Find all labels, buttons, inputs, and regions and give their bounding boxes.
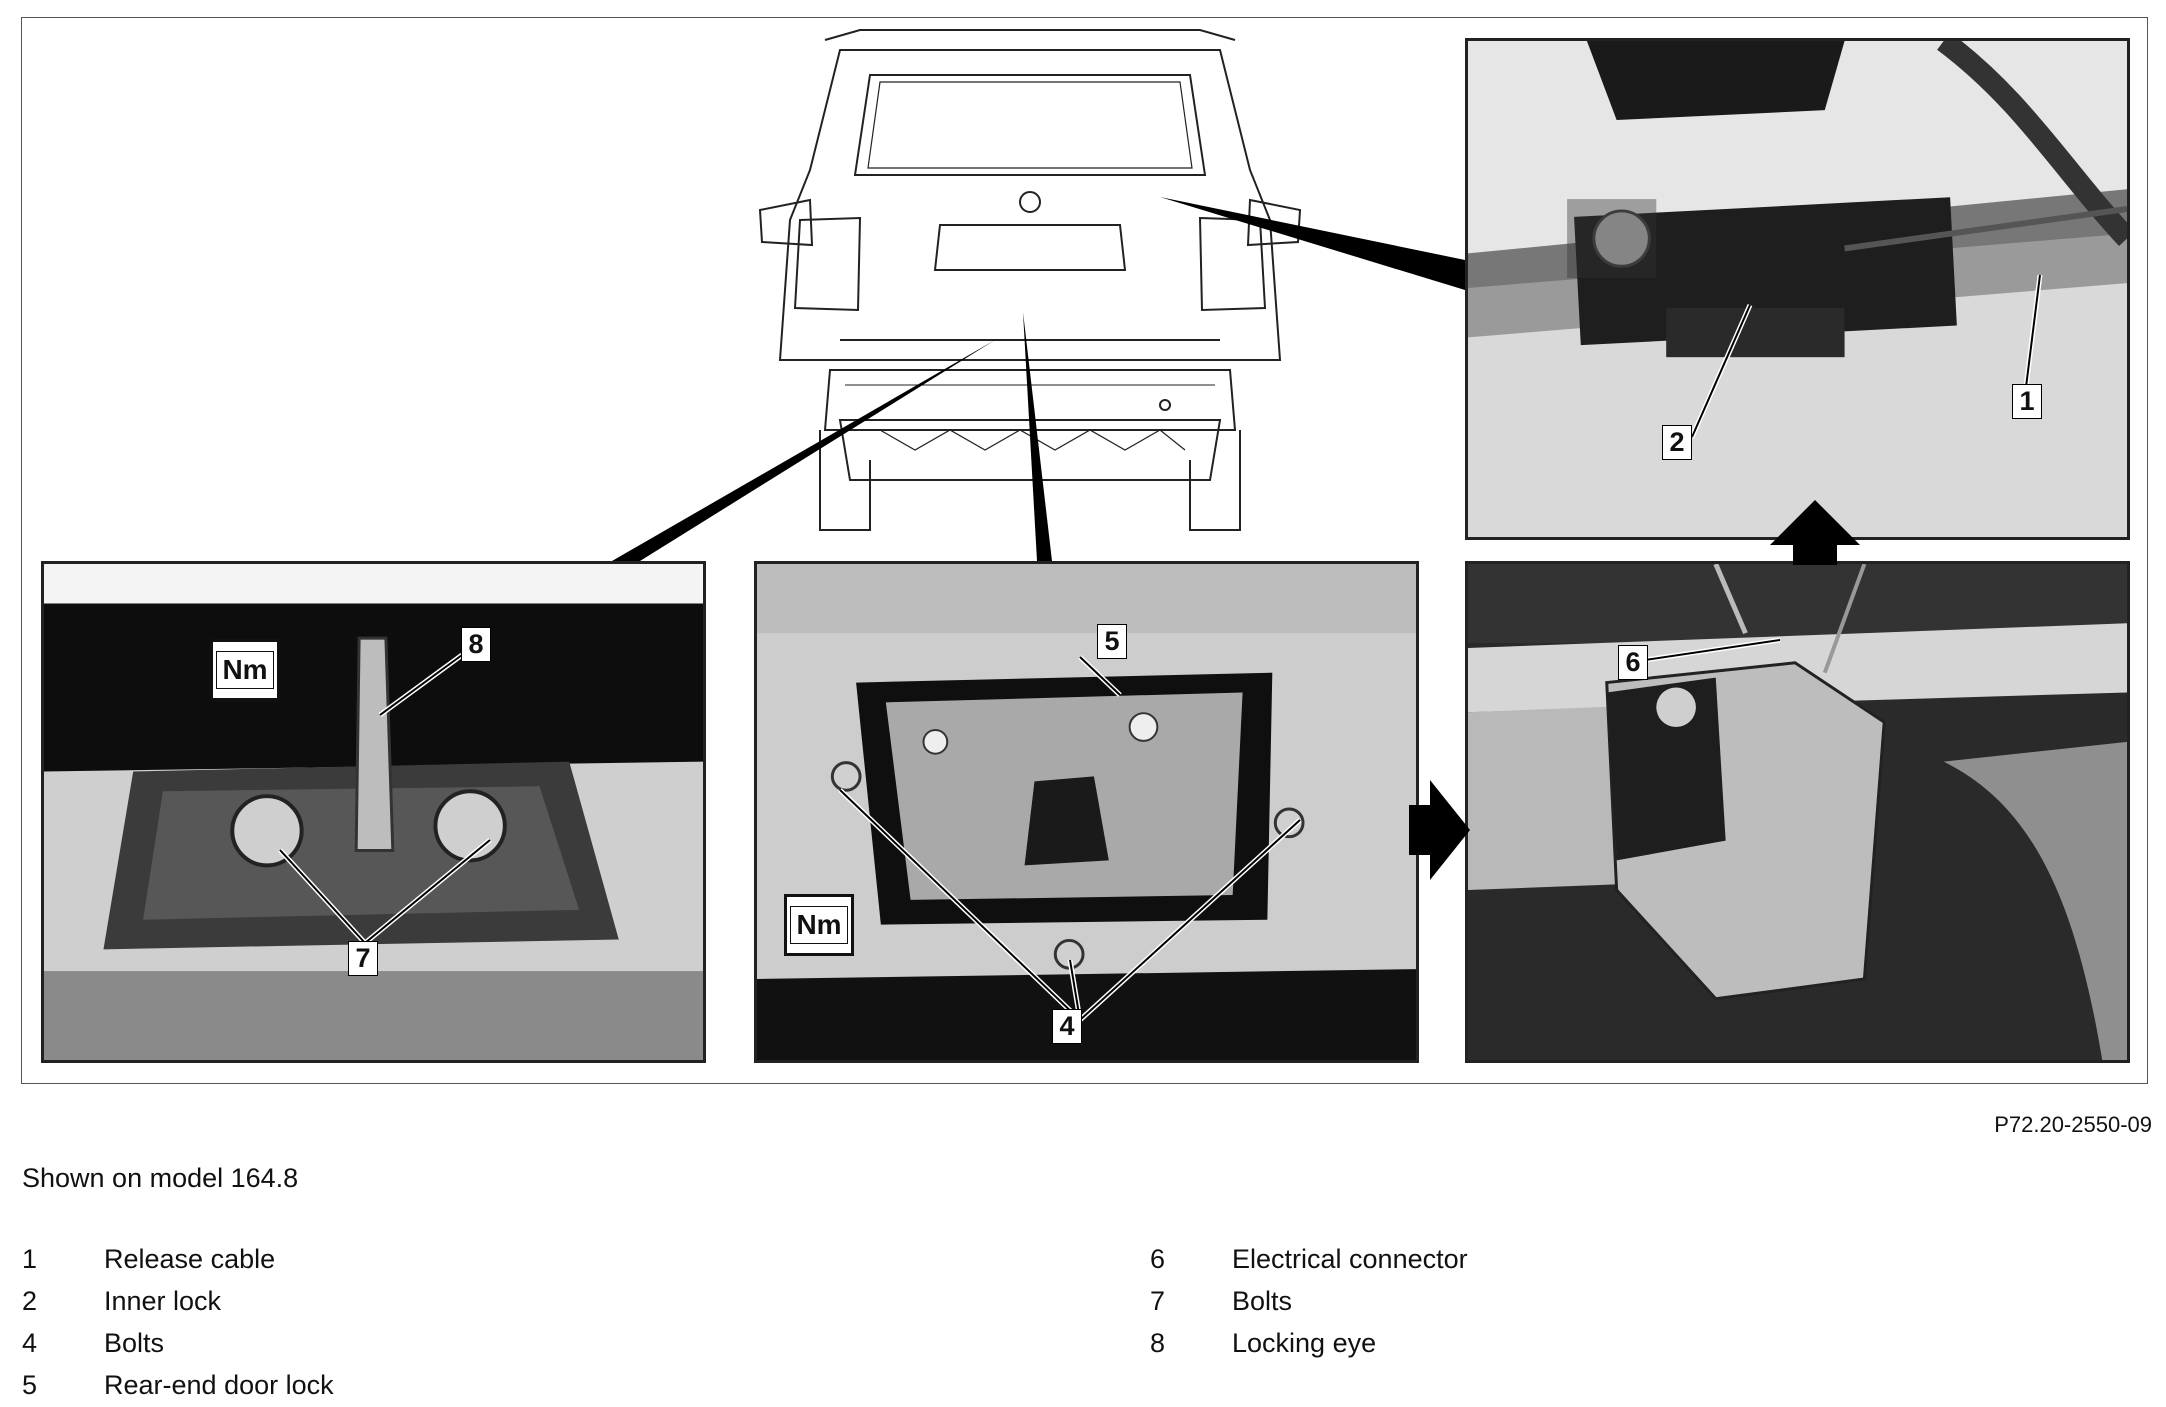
photo-rear-end-door-lock [754,561,1419,1063]
callout-5: 5 [1097,624,1127,659]
torque-symbol-locking-eye: Nm [210,639,280,701]
torque-symbol-text: Nm [790,906,848,944]
legend-label: Locking eye [1232,1328,1377,1358]
legend-number: 8 [1150,1328,1166,1358]
photo-electrical-connector [1465,561,2130,1063]
callout-2: 2 [1662,425,1692,460]
legend-label: Inner lock [104,1286,222,1316]
torque-symbol-text: Nm [216,651,274,689]
model-note: Shown on model 164.8 [22,1163,299,1193]
legend-number: 2 [22,1286,38,1316]
legend-label: Release cable [104,1244,276,1274]
torque-symbol-rear-lock: Nm [784,894,854,956]
legend-number: 1 [22,1244,38,1274]
callout-4: 4 [1052,1009,1082,1044]
legend-label: Bolts [104,1328,165,1358]
legend-number: 7 [1150,1286,1166,1316]
vehicle-rear-view-drawing [740,20,1320,540]
callout-1: 1 [2012,384,2042,419]
legend-label: Electrical connector [1232,1244,1468,1274]
legend-number: 5 [22,1370,38,1400]
photo-locking-eye [41,561,706,1063]
callout-8: 8 [461,627,491,662]
legend-label: Bolts [1232,1286,1293,1316]
photo-inner-lock [1465,38,2130,540]
legend-number: 4 [22,1328,38,1358]
legend-number: 6 [1150,1244,1166,1274]
figure-code: P72.20-2550-09 [1994,1112,2152,1137]
callout-7: 7 [348,941,378,976]
legend-label: Rear-end door lock [104,1370,334,1400]
callout-6: 6 [1618,645,1648,680]
